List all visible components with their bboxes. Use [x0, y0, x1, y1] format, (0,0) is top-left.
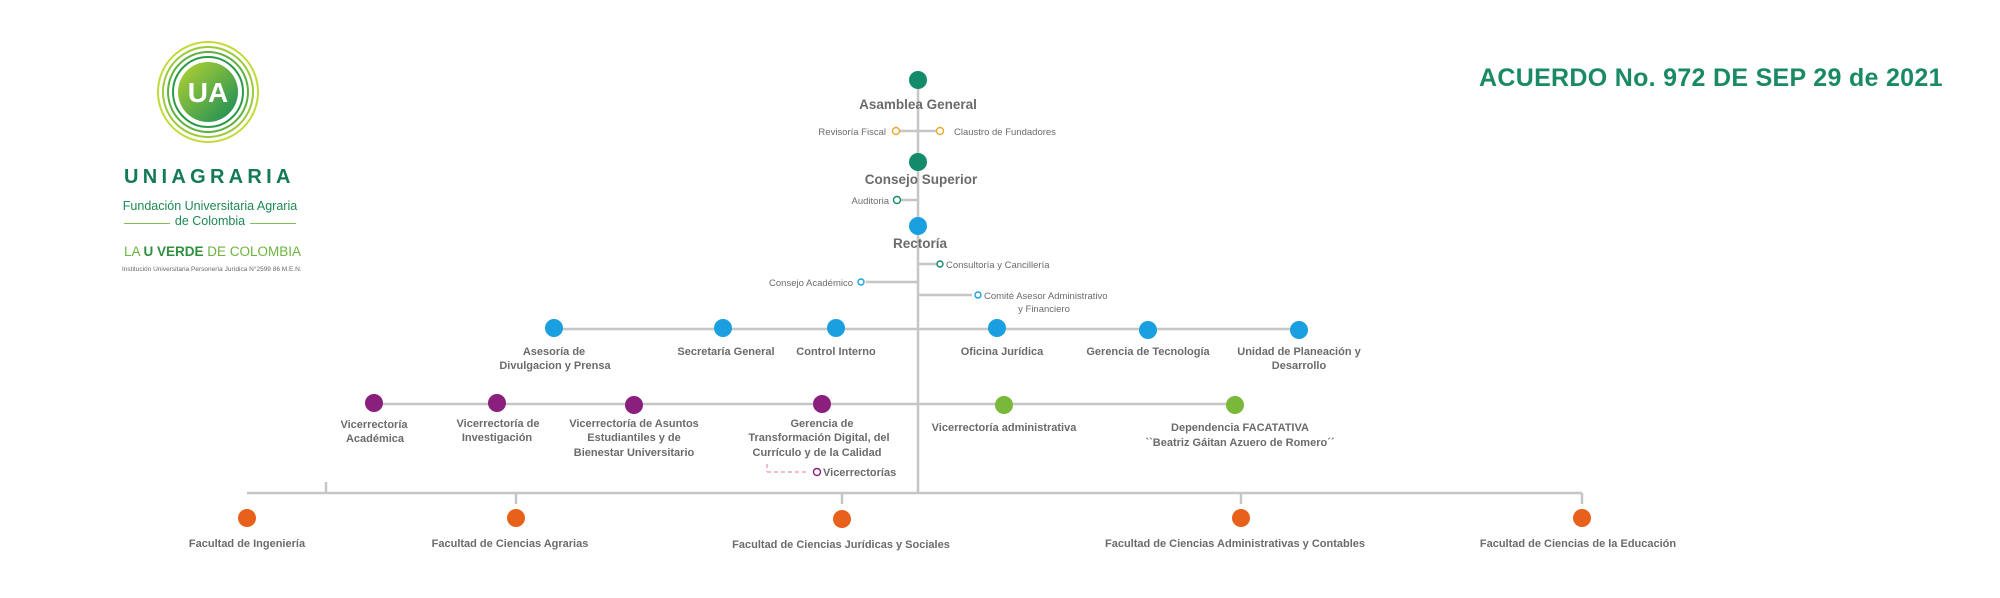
vice-investigacion-label-2: Investigación [462, 432, 533, 444]
planeacion-label-1: Unidad de Planeación y [1237, 346, 1361, 358]
vice-asuntos-label-1: Vicerrectoría de Asuntos [569, 418, 699, 430]
vice-asuntos-node [625, 396, 643, 414]
fac-agrarias-label: Facultad de Ciencias Agrarias [432, 538, 589, 550]
consultoria-label: Consultoría y Cancillería [946, 260, 1050, 271]
fac-administrativas-node [1232, 509, 1250, 527]
claustro-node [935, 126, 945, 136]
fac-ingenieria-label: Facultad de Ingeniería [189, 538, 306, 550]
oficina-node [988, 319, 1006, 337]
vice-admin-node [995, 396, 1013, 414]
logo-fine-print: Institución Universitaria Personería Jur… [122, 266, 302, 273]
logo-subtitle-line-2: de Colombia [174, 214, 246, 228]
rectoria-node [909, 217, 927, 235]
facatativa-label-1: Dependencia FACATATIVA [1171, 422, 1309, 434]
fac-agrarias-node [507, 509, 525, 527]
fac-ingenieria-node [238, 509, 256, 527]
agreement-title: ACUERDO No. 972 DE SEP 29 de 2021 [1479, 64, 1943, 92]
facatativa-label-2: ``Beatriz Gáitan Azuero de Romero´´ [1145, 437, 1334, 449]
vice-asuntos-label-3: Bienestar Universitario [574, 447, 695, 459]
asamblea-node [909, 71, 927, 89]
gerencia-transf-label-3: Currículo y de la Calidad [753, 447, 882, 459]
fac-juridicas-node [833, 510, 851, 528]
logo-subtitle: Fundación Universitaria Agraria de Colom… [118, 199, 302, 229]
consejo-superior-node [909, 153, 927, 171]
vice-asuntos-label-2: Estudiantiles y de [587, 432, 681, 444]
gerencia-tec-node [1139, 321, 1157, 339]
asesoria-label-1: Asesoría de [523, 346, 585, 358]
control-node [827, 319, 845, 337]
vice-investigacion-label-1: Vicerrectoría de [457, 418, 540, 430]
tagline-suffix: DE COLOMBIA [203, 244, 302, 259]
gerencia-tec-label: Gerencia de Tecnología [1086, 346, 1210, 358]
facatativa-node [1226, 396, 1244, 414]
rectoria-label: Rectoría [893, 236, 948, 251]
logo-subtitle-line-1: Fundación Universitaria Agraria [122, 199, 298, 213]
vicerrectorias-node [812, 467, 822, 477]
org-chart-connectors [247, 88, 1584, 504]
planeacion-node [1290, 321, 1308, 339]
consejo-superior-label: Consejo Superior [865, 172, 978, 187]
vice-admin-label: Vicerrectoría administrativa [932, 422, 1078, 434]
asesoria-node [545, 319, 563, 337]
vicerrectorias-label: Vicerrectorías [823, 467, 896, 479]
gerencia-transf-label-1: Gerencia de [791, 418, 854, 430]
secretaria-label: Secretaría General [677, 346, 774, 358]
comite-label-1: Comité Asesor Administrativo [984, 291, 1108, 302]
auditoria-node [892, 195, 902, 205]
dashed-vicerrectorias-connector [766, 464, 808, 473]
fac-educacion-label: Facultad de Ciencias de la Educación [1480, 538, 1677, 550]
claustro-label: Claustro de Fundadores [954, 127, 1056, 138]
logo-tagline: LA U VERDE DE COLOMBIA [124, 244, 301, 259]
secretaria-node [714, 319, 732, 337]
auditoria-label: Auditoria [852, 196, 890, 207]
uniagraria-logo-emblem: UA [157, 41, 259, 143]
oficina-label: Oficina Jurídica [961, 346, 1044, 358]
planeacion-label-2: Desarrollo [1272, 360, 1327, 372]
comite-label-2: y Financiero [1018, 304, 1070, 315]
tagline-bold: U VERDE [143, 244, 204, 259]
logo-name: UNIAGRARIA [124, 166, 295, 188]
vice-academica-node [365, 394, 383, 412]
asamblea-label: Asamblea General [859, 97, 977, 112]
fac-juridicas-label: Facultad de Ciencias Jurídicas y Sociale… [732, 539, 950, 551]
consultoria-node [936, 260, 944, 268]
asesoria-label-2: Divulgacion y Prensa [499, 360, 611, 372]
vice-academica-label-2: Académica [346, 433, 405, 445]
control-label: Control Interno [796, 346, 876, 358]
revisoria-label: Revisoría Fiscal [818, 127, 886, 138]
vice-investigacion-node [488, 394, 506, 412]
vice-academica-label-1: Vicerrectoría [340, 419, 408, 431]
comite-node [974, 291, 982, 299]
logo-rule-right [250, 223, 296, 224]
revisoria-node [891, 126, 901, 136]
fac-administrativas-label: Facultad de Ciencias Administrativas y C… [1105, 538, 1365, 550]
fac-educacion-node [1573, 509, 1591, 527]
logo-rule-left [124, 223, 170, 224]
tagline-prefix: LA [124, 244, 144, 259]
gerencia-transf-node [813, 395, 831, 413]
consejo-academico-node [857, 278, 865, 286]
consejo-academico-label: Consejo Académico [769, 278, 853, 289]
logo-mark-text: UA [188, 77, 228, 108]
gerencia-transf-label-2: Transformación Digital, del [748, 432, 889, 444]
